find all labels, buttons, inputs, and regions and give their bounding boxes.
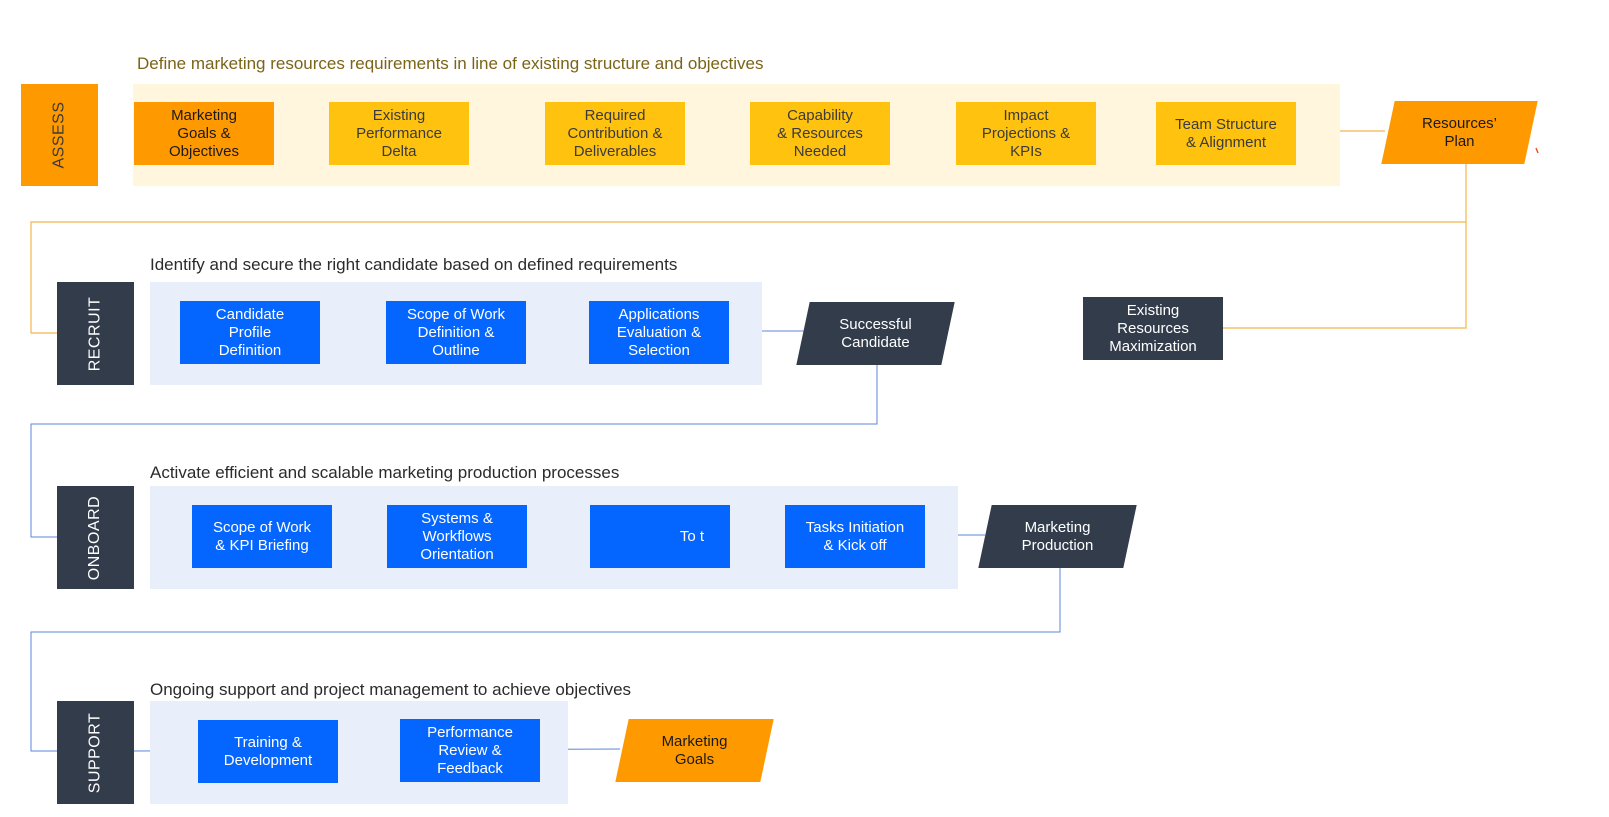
assess-step-marketing-goals[interactable]: Marketing Goals & Objectives [134,102,274,165]
onboard-heading: Activate efficient and scalable marketin… [150,463,620,482]
onboard-step-to-t-label: To t [679,527,704,545]
assess-step-existing-performance[interactable]: Existing Performance Delta [329,102,469,165]
recruit-label: RECRUIT [57,282,134,385]
assess-output-resources-plan[interactable]: Resources’ Plan [1381,101,1538,164]
assess-step-capability-resources[interactable]: Capability & Resources Needed [750,102,890,165]
support-step-performance-review[interactable]: Performance Review & Feedback [400,719,540,782]
recruit-heading: Identify and secure the right candidate … [150,255,678,274]
recruit-step-candidate-profile[interactable]: Candidate Profile Definition [180,301,320,364]
support-heading: Ongoing support and project management t… [150,680,632,699]
production-to-support-line [30,566,1061,752]
onboard-label: ONBOARD [57,486,134,589]
onboard-step-to-t[interactable]: To t [590,505,730,568]
assess-step-team-structure[interactable]: Team Structure & Alignment [1156,102,1296,165]
onboard-step-systems-workflows[interactable]: Systems & Workflows Orientation [387,505,527,568]
recruit-output-successful-candidate[interactable]: Successful Candidate [796,302,955,365]
onboard-step-tasks-initiation[interactable]: Tasks Initiation & Kick off [785,505,925,568]
onboard-step-scope-kpi-briefing[interactable]: Scope of Work & KPI Briefing [192,505,332,568]
assess-step-impact-projections[interactable]: Impact Projections & KPIs [956,102,1096,165]
recruit-step-scope-of-work[interactable]: Scope of Work Definition & Outline [386,301,526,364]
assess-step-required-contribution[interactable]: Required Contribution & Deliverables [545,102,685,165]
accent-mark [1535,147,1539,154]
candidate-to-onboard-line [30,362,878,538]
support-output-marketing-goals[interactable]: Marketing Goals [615,719,774,782]
assess-label: ASSESS [21,84,98,186]
plan-to-recruit-line [30,162,1467,334]
onboard-output-marketing-production[interactable]: Marketing Production [978,505,1137,568]
existing-resources-maximization[interactable]: Existing Resources Maximization [1083,297,1223,360]
plan-to-existing-line [1219,222,1467,329]
recruit-step-applications-evaluation[interactable]: Applications Evaluation & Selection [589,301,729,364]
support-step-training-development[interactable]: Training & Development [198,720,338,783]
assess-heading: Define marketing resources requirements … [137,54,764,73]
support-label: SUPPORT [57,701,134,804]
